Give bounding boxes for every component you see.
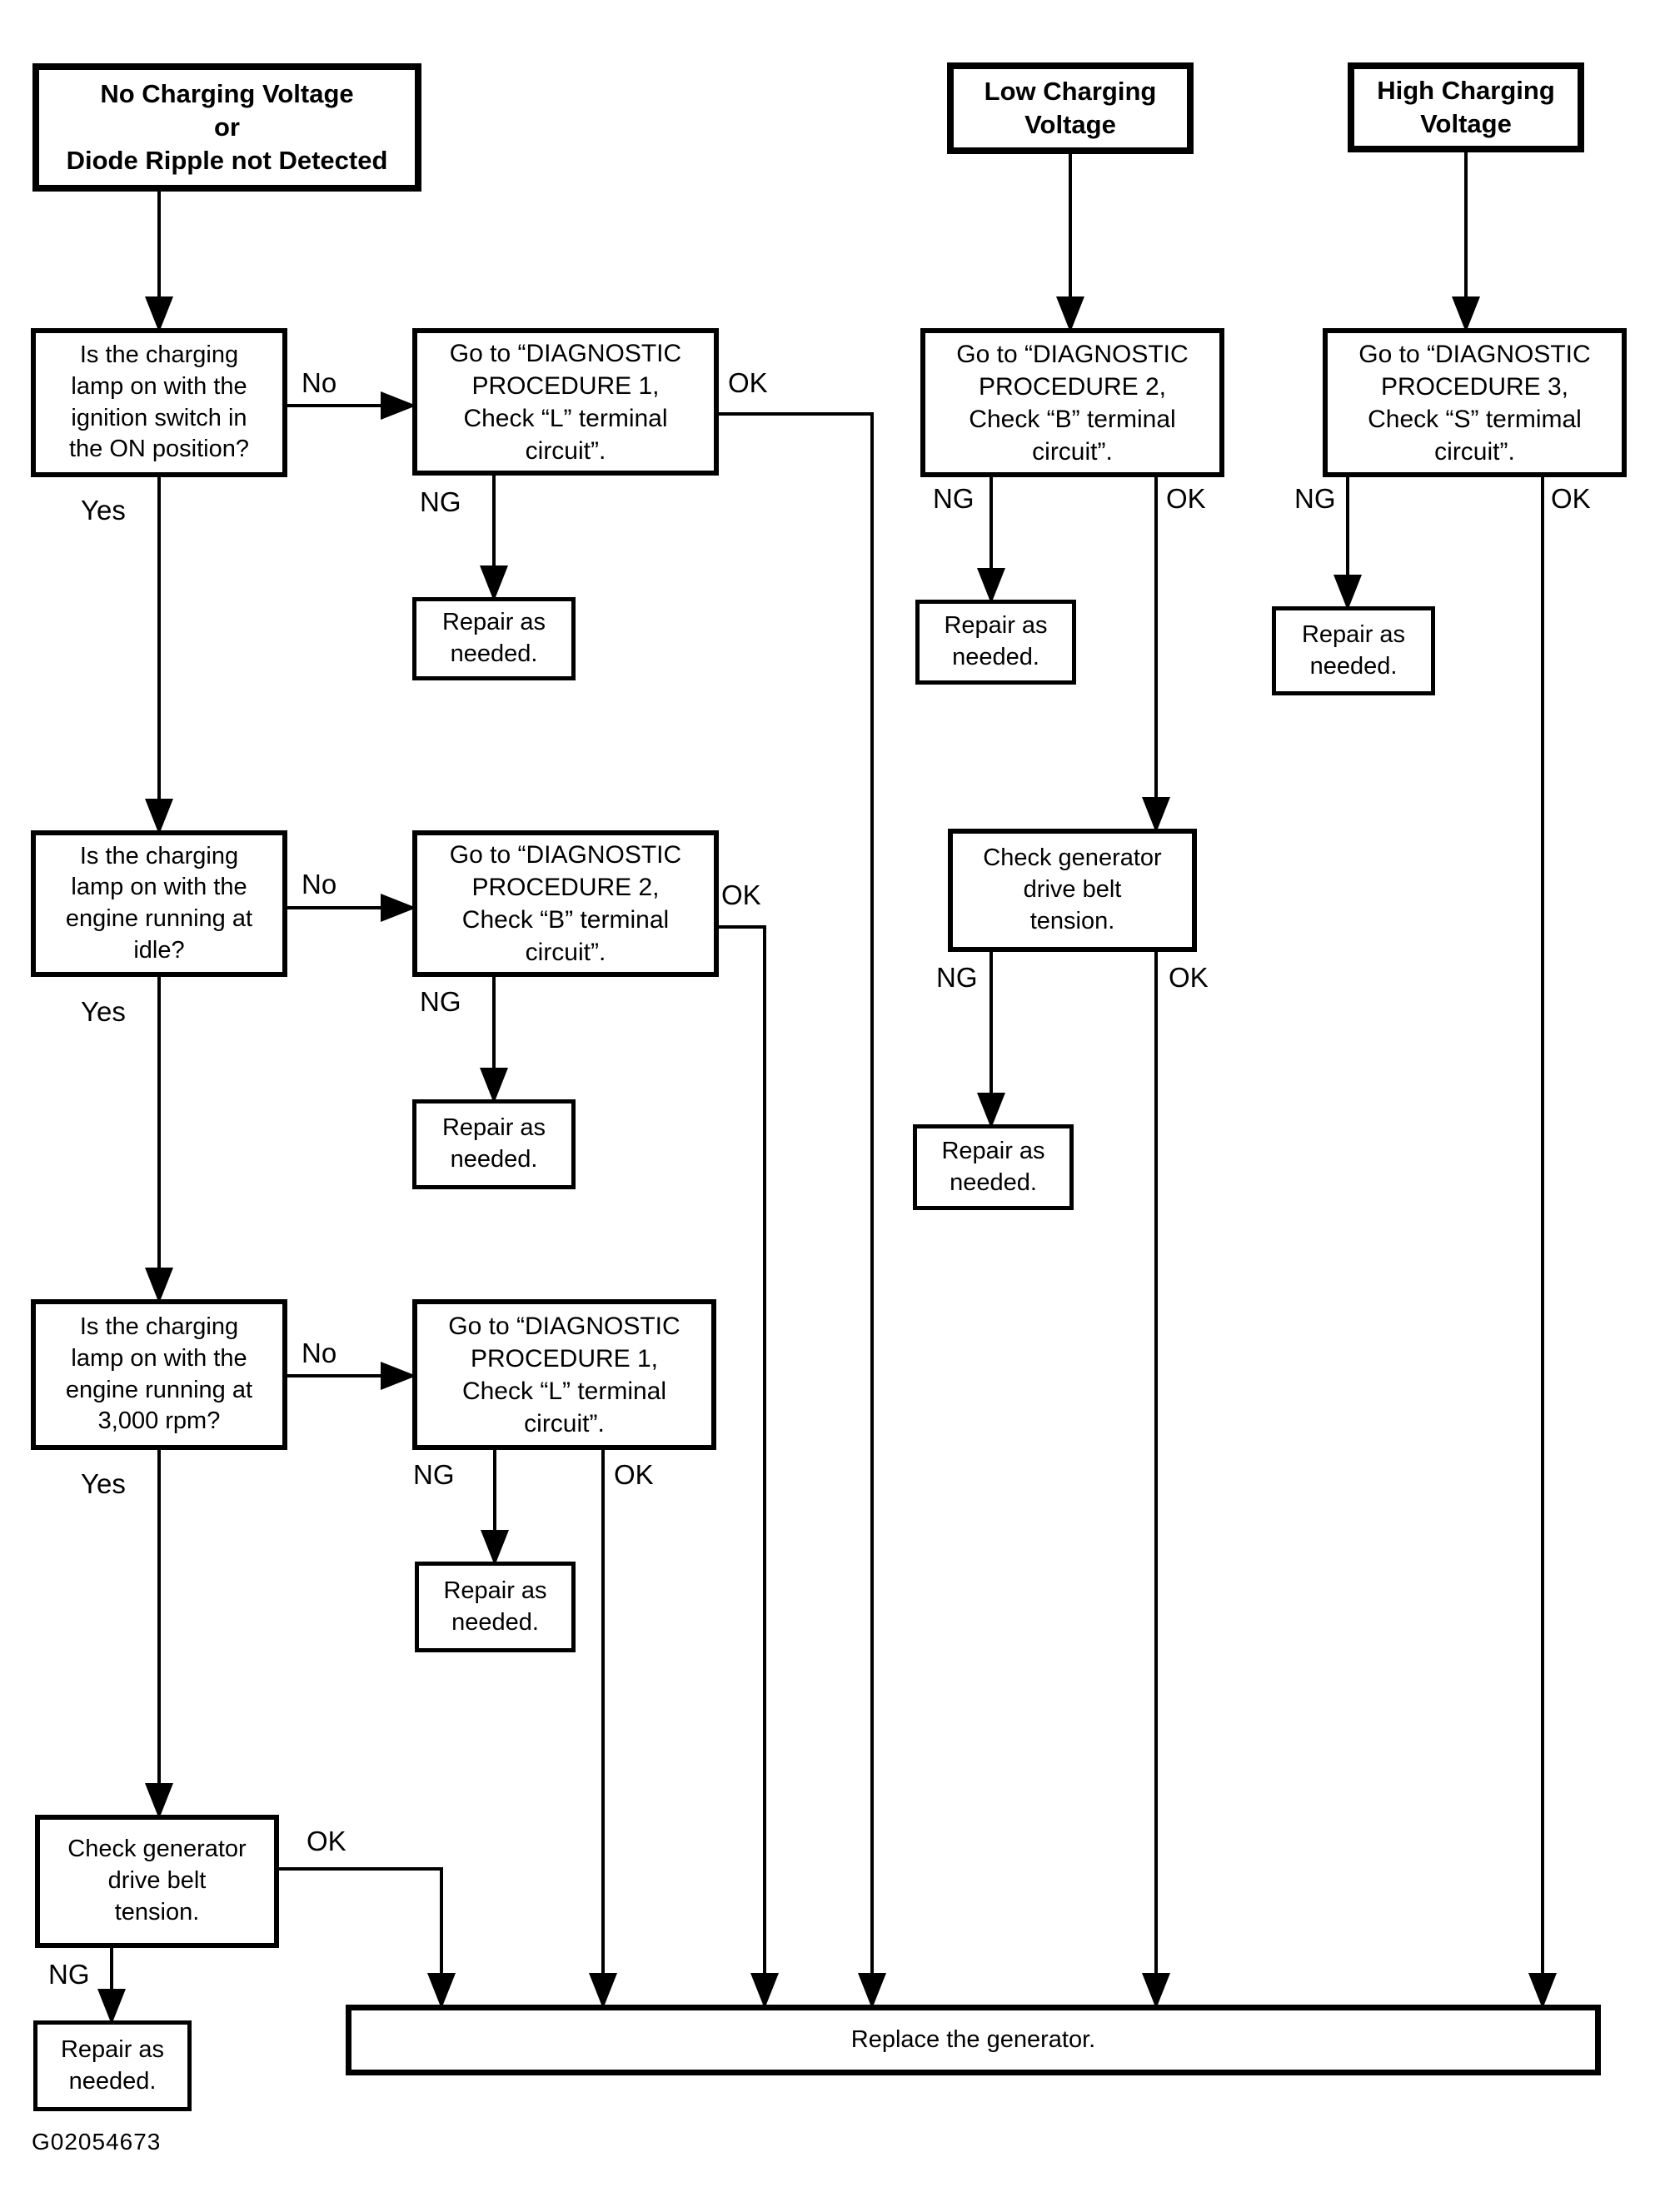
edge-label-ng: NG: [420, 486, 461, 517]
process-repair-mid-top-label: Repair as needed.: [944, 612, 1048, 670]
process-repair-row3: Repair as needed.: [415, 1562, 576, 1652]
process-goto-procedure-1-row1-label: Go to “DIAGNOSTIC PROCEDURE 1, Check “L”…: [449, 339, 682, 465]
process-repair-mid-bottom-label: Repair as needed.: [941, 1137, 1045, 1196]
process-check-belt-mid-label: Check generator drive belt tension.: [983, 844, 1162, 934]
decision-lamp-3000rpm: Is the charging lamp on with the engine …: [31, 1299, 287, 1450]
edge-label-ok: OK: [307, 1826, 346, 1856]
start-low-charging-label: Low Charging Voltage: [984, 76, 1157, 139]
process-goto-procedure-3-right: Go to “DIAGNOSTIC PROCEDURE 3, Check “S”…: [1323, 328, 1627, 477]
process-repair-mid-bottom: Repair as needed.: [913, 1124, 1074, 1210]
process-repair-belt-left-label: Repair as needed.: [60, 2035, 165, 2095]
process-repair-row2-label: Repair as needed.: [441, 1114, 546, 1173]
decision-lamp-ignition-on-label: Is the charging lamp on with the ignitio…: [68, 341, 249, 463]
process-check-belt-left-label: Check generator drive belt tension.: [67, 1836, 247, 1926]
edge-label-yes: Yes: [81, 996, 126, 1027]
edge-label-ok: OK: [728, 367, 768, 398]
edge-label-ng: NG: [48, 1959, 90, 1990]
edge-label-ng: NG: [933, 483, 975, 514]
start-no-charging-label: No Charging Voltage or Diode Ripple not …: [66, 78, 388, 176]
start-low-charging-voltage: Low Charging Voltage: [947, 62, 1194, 154]
figure-code: G02054673: [32, 2129, 162, 2155]
edge-label-ok: OK: [721, 879, 761, 910]
process-goto-procedure-1-row1: Go to “DIAGNOSTIC PROCEDURE 1, Check “L”…: [412, 328, 719, 476]
process-goto-procedure-2-mid: Go to “DIAGNOSTIC PROCEDURE 2, Check “B”…: [920, 328, 1224, 477]
process-repair-row1: Repair as needed.: [412, 597, 576, 680]
edge-label-ok: OK: [614, 1459, 654, 1490]
decision-lamp-engine-idle: Is the charging lamp on with the engine …: [31, 830, 287, 977]
terminal-replace-generator-label: Replace the generator.: [850, 2025, 1096, 2053]
process-goto-procedure-2-mid-label: Go to “DIAGNOSTIC PROCEDURE 2, Check “B”…: [956, 340, 1189, 466]
process-repair-mid-top: Repair as needed.: [915, 600, 1076, 685]
edge-label-ok: OK: [1169, 962, 1209, 993]
decision-lamp-3000rpm-label: Is the charging lamp on with the engine …: [65, 1313, 253, 1435]
process-repair-row1-label: Repair as needed.: [441, 609, 546, 667]
edge-label-no: No: [302, 367, 337, 398]
edge-label-ng: NG: [936, 962, 978, 993]
edge-label-no: No: [302, 869, 337, 899]
decision-lamp-ignition-on: Is the charging lamp on with the ignitio…: [31, 328, 287, 477]
process-goto-procedure-1-row3: Go to “DIAGNOSTIC PROCEDURE 1, Check “L”…: [412, 1299, 716, 1450]
process-check-belt-mid: Check generator drive belt tension.: [948, 829, 1197, 952]
edge-label-yes: Yes: [81, 1468, 126, 1499]
process-check-belt-left: Check generator drive belt tension.: [35, 1815, 279, 1948]
process-repair-right: Repair as needed.: [1272, 606, 1435, 695]
process-repair-belt-left: Repair as needed.: [33, 2020, 192, 2111]
process-goto-procedure-2-row2: Go to “DIAGNOSTIC PROCEDURE 2, Check “B”…: [412, 830, 719, 977]
process-goto-procedure-3-right-label: Go to “DIAGNOSTIC PROCEDURE 3, Check “S”…: [1358, 340, 1591, 466]
edge-label-ok: OK: [1551, 483, 1591, 514]
decision-lamp-engine-idle-label: Is the charging lamp on with the engine …: [65, 842, 253, 964]
terminal-replace-generator: Replace the generator.: [346, 2005, 1601, 2075]
process-goto-procedure-2-row2-label: Go to “DIAGNOSTIC PROCEDURE 2, Check “B”…: [449, 841, 682, 966]
edge-label-ng: NG: [1294, 483, 1336, 514]
edge-label-no: No: [302, 1338, 337, 1368]
edge-label-ok: OK: [1166, 483, 1206, 514]
process-repair-right-label: Repair as needed.: [1301, 620, 1406, 680]
edge-label-ng: NG: [420, 986, 461, 1017]
edge-label-yes: Yes: [81, 495, 126, 526]
start-no-charging-or-diode-ripple: No Charging Voltage or Diode Ripple not …: [32, 63, 421, 192]
process-repair-row2: Repair as needed.: [412, 1099, 576, 1189]
start-high-charging-label: High Charging Voltage: [1377, 75, 1555, 138]
process-goto-procedure-1-row3-label: Go to “DIAGNOSTIC PROCEDURE 1, Check “L”…: [448, 1312, 680, 1437]
process-repair-row3-label: Repair as needed.: [443, 1577, 547, 1636]
edge-label-ng: NG: [413, 1459, 455, 1490]
start-high-charging-voltage: High Charging Voltage: [1348, 62, 1584, 152]
